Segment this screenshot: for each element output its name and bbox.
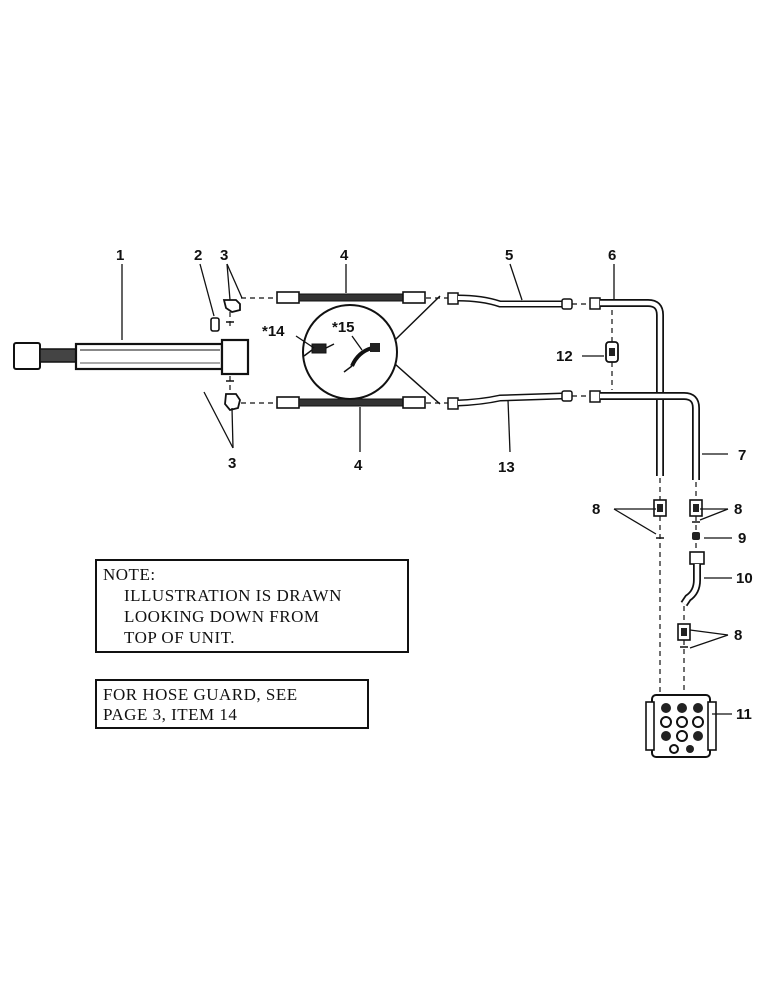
fittings-8-right [689, 482, 703, 552]
elbow-fitting-top [222, 299, 241, 330]
callout-8-lower: 8 [734, 627, 742, 644]
hose-guard-note-box: FOR HOSE GUARD, SEE PAGE 3, ITEM 14 [95, 679, 369, 729]
hose-guard-line-2: PAGE 3, ITEM 14 [103, 705, 237, 724]
hydraulic-cylinder [13, 338, 250, 376]
callout-12: 12 [556, 348, 573, 365]
fitting-14 [303, 343, 335, 357]
fitting-15 [343, 343, 380, 373]
control-valve [645, 694, 717, 758]
leader-lines [121, 263, 732, 715]
callout-3-top: 3 [220, 247, 228, 264]
clamp-12 [605, 310, 619, 390]
elbow-fitting-bottom [224, 376, 241, 412]
note-line-1: ILLUSTRATION IS DRAWN [124, 586, 342, 605]
callout-10: 10 [736, 570, 753, 587]
fitting-9 [692, 532, 700, 540]
tube-6 [589, 297, 664, 476]
callout-13: 13 [498, 459, 515, 476]
tube-13 [447, 390, 573, 410]
note-line-2: LOOKING DOWN FROM [124, 607, 320, 626]
callout-15: *15 [332, 319, 355, 336]
fitting-2 [210, 317, 220, 332]
tube-10 [680, 551, 705, 622]
fittings-8-lower [677, 623, 691, 695]
tube-7 [589, 390, 700, 480]
callout-1: 1 [116, 247, 124, 264]
callout-3-bottom: 3 [228, 455, 236, 472]
callout-8-left: 8 [592, 501, 600, 518]
callout-8-right: 8 [734, 501, 742, 518]
callout-11: 11 [736, 706, 752, 723]
fittings-8-left [653, 478, 667, 695]
note-heading: NOTE: [103, 565, 156, 584]
hose-guard-line-1: FOR HOSE GUARD, SEE [103, 685, 298, 704]
callout-9: 9 [738, 530, 746, 547]
hose-top [276, 291, 426, 304]
callout-7: 7 [738, 447, 746, 464]
tube-5 [447, 292, 573, 310]
callout-6: 6 [608, 247, 616, 264]
callout-4-bottom: 4 [354, 457, 363, 474]
callout-14: *14 [262, 323, 285, 340]
detail-circle [302, 295, 441, 405]
callout-5: 5 [505, 247, 513, 264]
callout-4-top: 4 [340, 247, 349, 264]
callout-2: 2 [194, 247, 202, 264]
note-box: NOTE: ILLUSTRATION IS DRAWN LOOKING DOWN… [95, 559, 409, 653]
note-line-3: TOP OF UNIT. [124, 628, 235, 647]
